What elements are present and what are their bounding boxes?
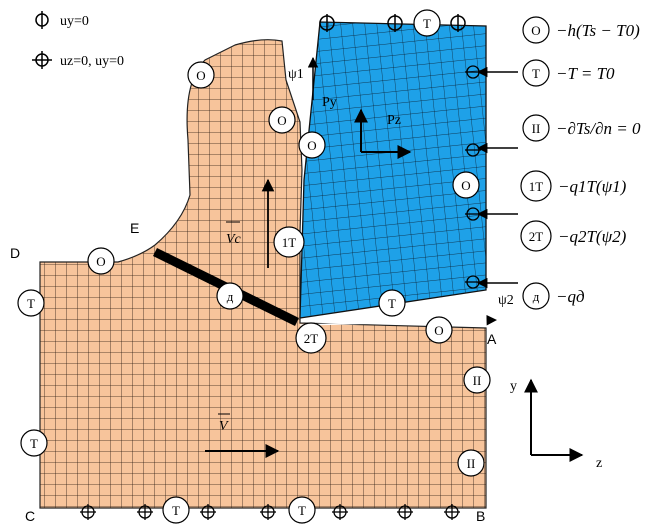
svg-text:T: T — [27, 296, 35, 311]
bc-legend-row-5: д −qд — [522, 282, 585, 310]
bc-legend: O −h(Ts − T0) T −T = T0 II −∂Ts/∂n = 0 1… — [520, 16, 641, 310]
marker-O: O — [425, 316, 453, 344]
marker-II: II — [463, 366, 491, 394]
svg-text:1T: 1T — [282, 235, 297, 250]
legend-uz-uy: uz=0, uy=0 — [60, 54, 124, 69]
bc-legend-row-4: 2T −q2T(ψ2) — [520, 220, 627, 252]
point-B: B — [476, 508, 485, 524]
boundary-markers: O O O O O O T T T T T T II II 1T 2T д — [17, 9, 491, 524]
svg-text:O: O — [196, 68, 205, 83]
svg-text:2T: 2T — [529, 229, 544, 244]
svg-text:O: O — [307, 138, 316, 153]
support-circle-icon — [450, 14, 466, 32]
tool-top-supports — [319, 14, 466, 32]
marker-O: O — [187, 61, 215, 89]
svg-text:−qд: −qд — [556, 287, 585, 306]
workpiece-mesh — [40, 39, 486, 509]
marker-O: O — [268, 106, 296, 134]
svg-text:T: T — [388, 296, 396, 311]
marker-T: T — [378, 289, 406, 317]
svg-text:O: O — [531, 23, 540, 38]
svg-text:II: II — [473, 373, 482, 388]
marker-2T: 2T — [295, 322, 327, 354]
psi2-axis — [299, 314, 498, 326]
svg-text:2T: 2T — [304, 331, 319, 346]
svg-text:д: д — [533, 289, 540, 304]
marker-T: T — [288, 496, 316, 524]
marker-O: O — [452, 171, 480, 199]
marker-T: T — [413, 9, 441, 37]
support-circle-icon — [35, 11, 49, 29]
svg-text:T: T — [172, 503, 180, 518]
psi1-label: ψ1 — [288, 67, 304, 82]
py-label: Py — [322, 95, 337, 110]
marker-O: O — [298, 131, 326, 159]
support-circle-icon — [387, 14, 403, 32]
pz-label: Pz — [387, 113, 401, 128]
svg-text:−q2T(ψ2): −q2T(ψ2) — [558, 227, 627, 246]
support-circle-icon — [319, 14, 335, 32]
y-axis-label: y — [510, 379, 517, 394]
marker-T: T — [20, 429, 48, 457]
workpiece — [39, 39, 487, 509]
svg-text:−q1T(ψ1): −q1T(ψ1) — [558, 177, 627, 196]
marker-T: T — [17, 289, 45, 317]
point-C: C — [25, 508, 35, 524]
svg-text:O: O — [434, 323, 443, 338]
tool-mesh — [300, 22, 486, 318]
svg-text:O: O — [461, 178, 470, 193]
svg-text:д: д — [227, 289, 234, 304]
cutting-tool — [299, 21, 487, 319]
z-axis-label: z — [596, 456, 602, 471]
svg-text:−h(Ts − T0): −h(Ts − T0) — [556, 21, 640, 40]
svg-text:−T = T0: −T = T0 — [556, 64, 615, 83]
svg-text:1T: 1T — [529, 179, 544, 194]
svg-text:II: II — [532, 121, 541, 136]
point-E: E — [130, 220, 139, 236]
marker-d: д — [216, 282, 244, 310]
point-A: A — [487, 331, 497, 347]
psi2-label: ψ2 — [498, 293, 514, 308]
support-legend: uy=0 uz=0, uy=0 — [32, 11, 124, 69]
marker-1T: 1T — [273, 226, 305, 258]
marker-T: T — [162, 496, 190, 524]
svg-text:O: O — [277, 113, 286, 128]
vc-label: Vc — [226, 232, 242, 247]
svg-text:T: T — [532, 66, 540, 81]
bottom-supports — [80, 504, 460, 520]
svg-text:II: II — [467, 456, 476, 471]
bc-legend-row-1: T −T = T0 — [522, 59, 615, 87]
svg-text:−∂Ts/∂n = 0: −∂Ts/∂n = 0 — [556, 119, 641, 138]
point-D: D — [10, 245, 20, 261]
bc-legend-row-2: II −∂Ts/∂n = 0 — [522, 114, 641, 142]
bc-legend-row-0: O −h(Ts − T0) — [522, 16, 640, 44]
marker-II: II — [457, 449, 485, 477]
v-label: V — [219, 419, 229, 434]
svg-text:O: O — [96, 254, 105, 269]
svg-text:T: T — [298, 503, 306, 518]
svg-text:T: T — [30, 436, 38, 451]
bc-legend-row-3: 1T −q1T(ψ1) — [520, 170, 627, 202]
support-cross-icon — [32, 51, 52, 69]
legend-uy: uy=0 — [60, 14, 89, 29]
marker-O: O — [87, 247, 115, 275]
svg-text:T: T — [423, 16, 431, 31]
